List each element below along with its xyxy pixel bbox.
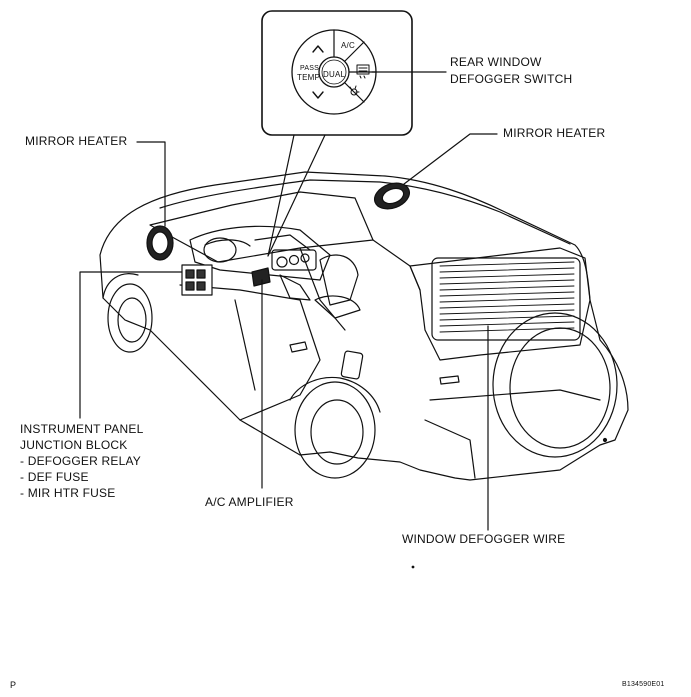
label-ip-jb-item1: - DEFOGGER RELAY [20,454,141,468]
ip-junction-block [181,264,213,296]
side-window [372,239,421,291]
car-body-outline [99,171,629,481]
leader-mirror-left [136,141,166,227]
panel-dual-label: DUAL [323,70,346,79]
label-ip-jb-line1: INSTRUMENT PANEL [20,422,144,436]
ac-amplifier [251,267,271,287]
defogger-wires [439,261,575,333]
label-rear-switch-line1: REAR WINDOW [450,55,542,69]
label-rear-switch-line2: DEFOGGER SWITCH [450,72,573,86]
panel-ac-label: A/C [341,41,355,50]
corner-code-left: P [10,680,17,690]
down-arrow-icon [312,91,324,99]
inset-panel-frame [261,10,413,136]
label-ip-jb-line2: JUNCTION BLOCK [20,438,128,452]
rear-wheel [294,381,376,479]
label-mirror-heater-right: MIRROR HEATER [503,126,606,140]
label-ac-amplifier: A/C AMPLIFIER [205,495,294,509]
spare-tire [492,312,618,458]
rear-defogger-icon [356,64,370,79]
inset-leader [267,134,326,257]
panel-pass-label: PASS [300,65,319,72]
panel-temp-label: TEMP [297,73,321,82]
front-door [179,284,321,421]
label-mirror-heater-left: MIRROR HEATER [25,134,128,148]
leader-ip-jb [79,271,183,419]
fan-icon [349,85,360,96]
front-wheel [107,283,153,353]
dashboard [189,225,331,281]
rear-hatch [409,247,591,361]
label-ip-jb-item3: - MIR HTR FUSE [20,486,116,500]
windshield [149,191,374,263]
label-window-defogger-wire: WINDOW DEFOGGER WIRE [402,532,566,546]
up-arrow-icon [312,45,324,53]
label-ip-jb-item2: - DEF FUSE [20,470,89,484]
car-roof [159,179,571,245]
corner-code-right: B134590E01 [622,681,665,688]
leader-mirror-right [403,133,498,185]
